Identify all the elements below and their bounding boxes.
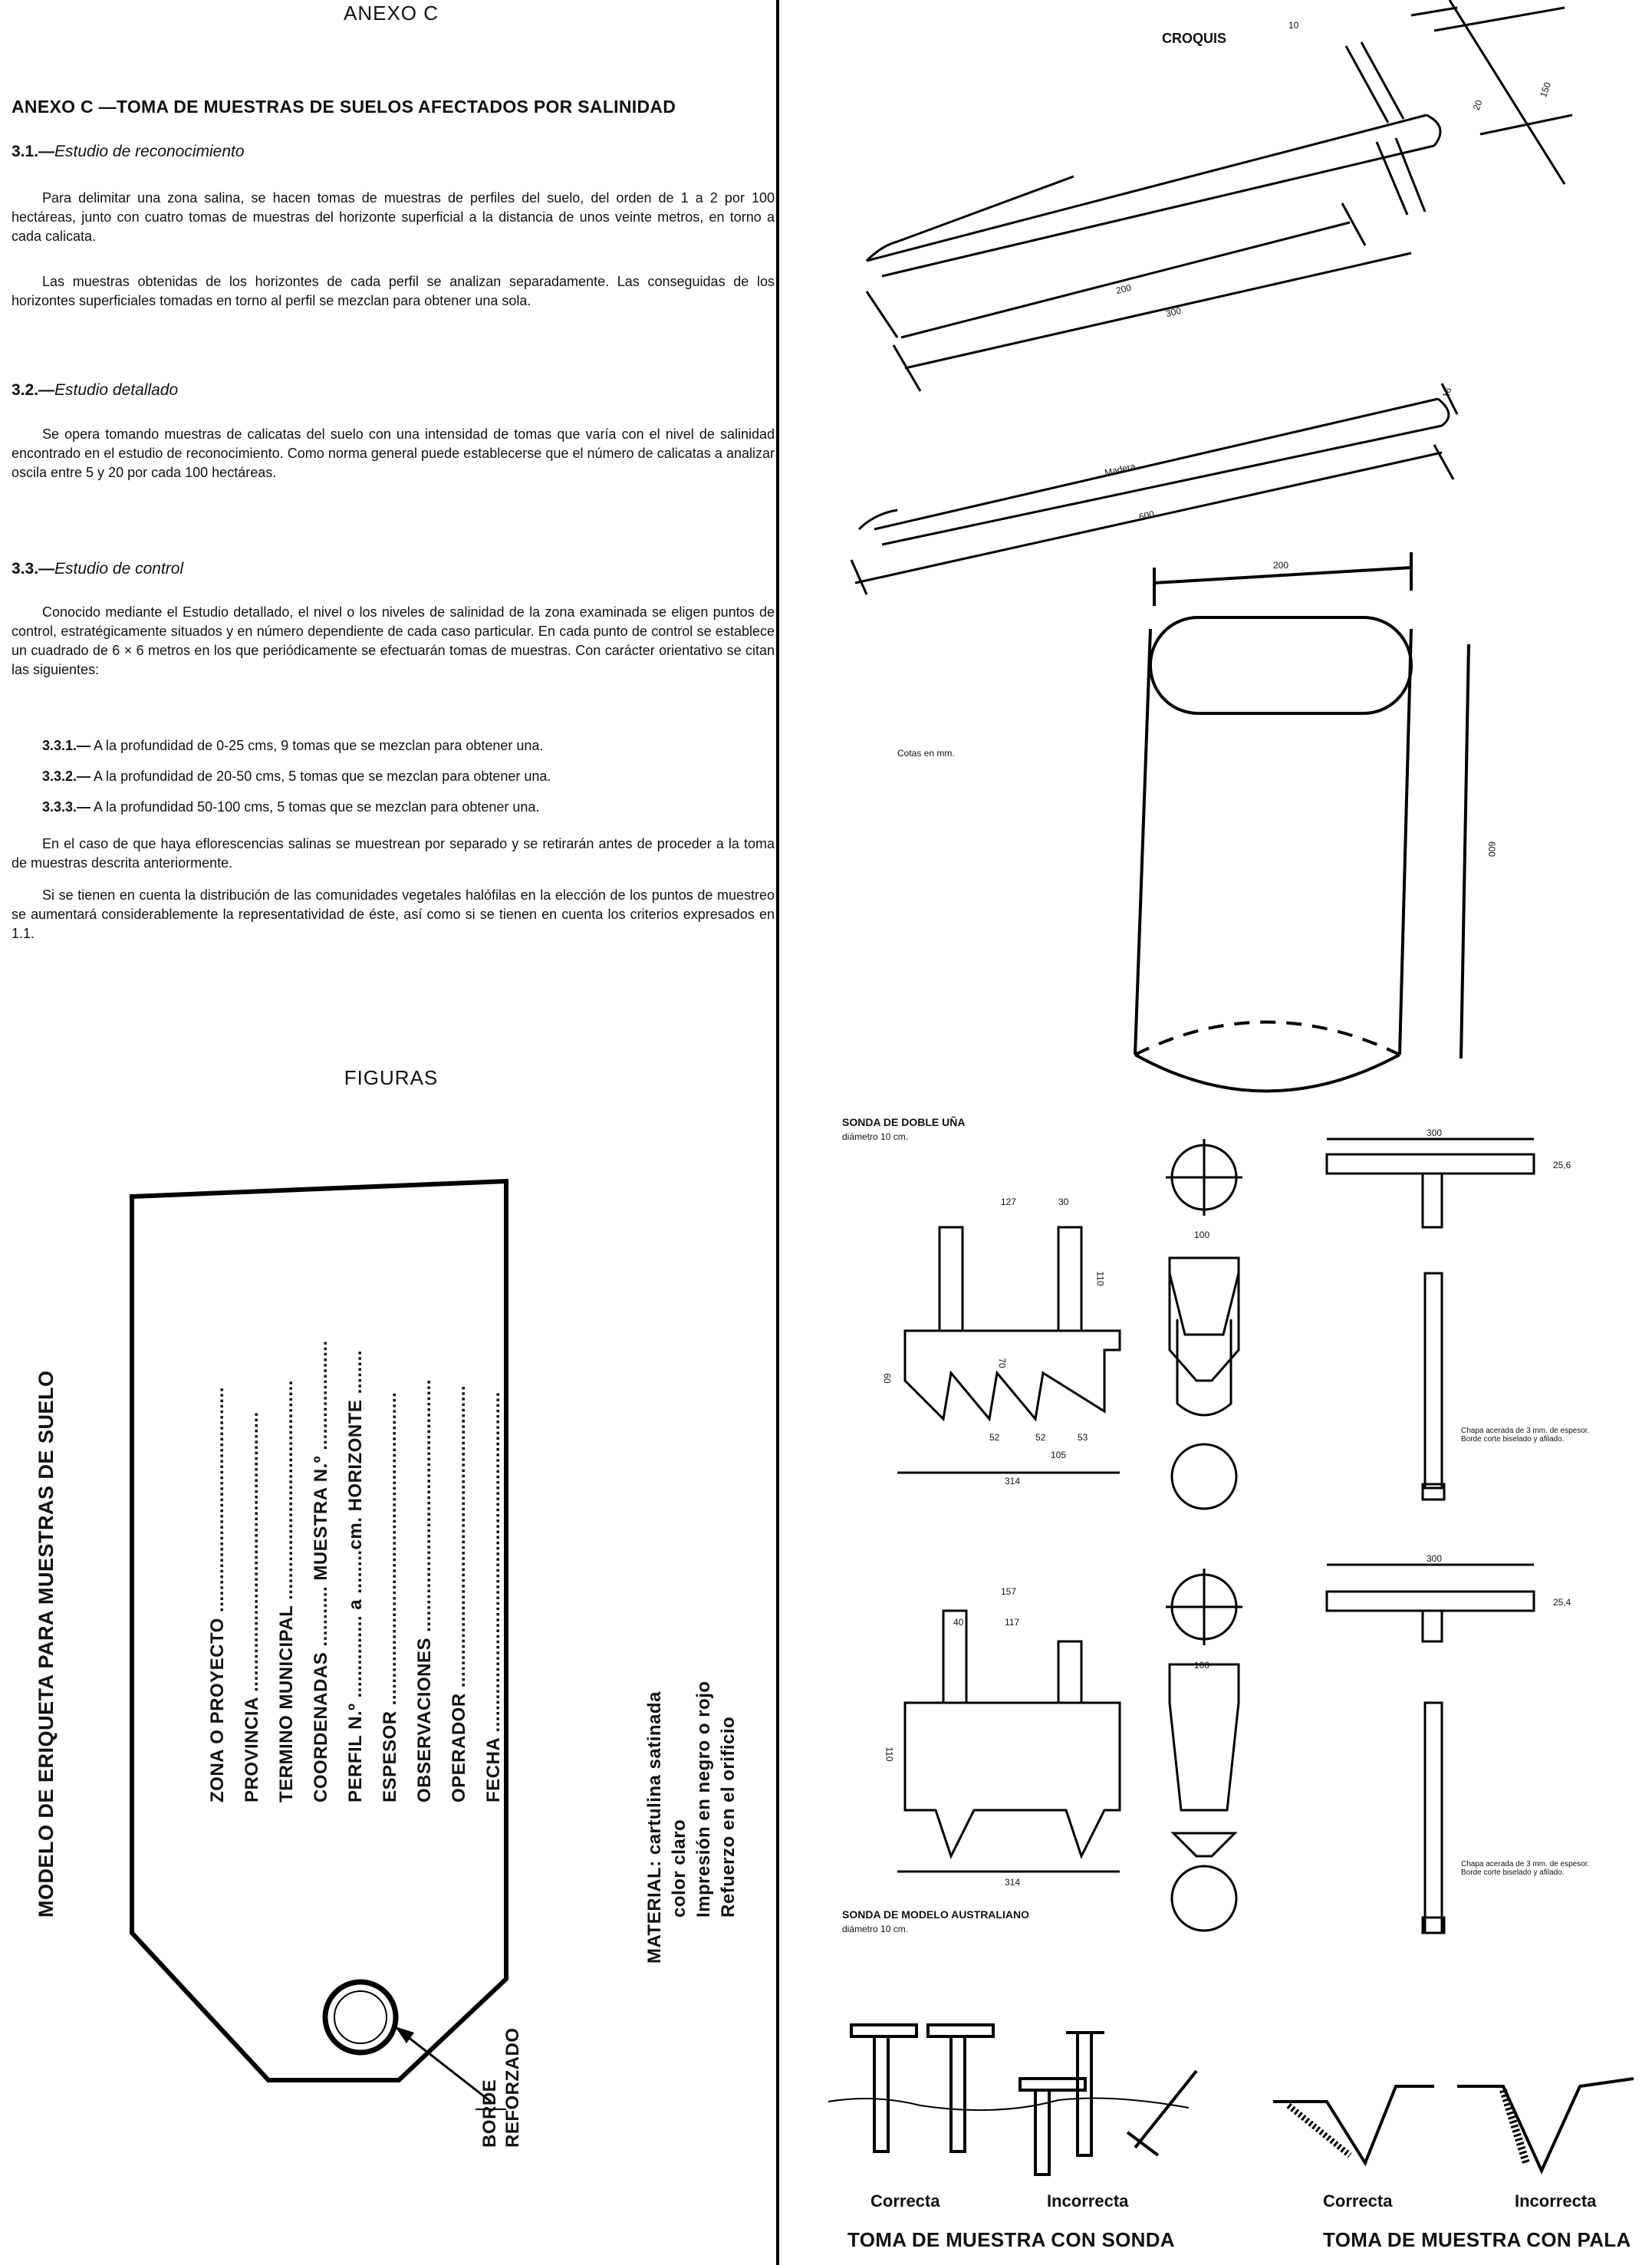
- pala-correct-label: Correcta: [1323, 2191, 1393, 2211]
- sampling-cylinder: [1134, 552, 1470, 1093]
- croquis-sampler: [865, 0, 1573, 392]
- dim-label: 100: [1194, 1230, 1210, 1240]
- material-line: Refuerzo en el orificio: [718, 1716, 739, 1918]
- tag-title: MODELO DE ERIQUETA PARA MUESTRAS DE SUEL…: [35, 1370, 58, 1918]
- sonda-incorrect-label: Incorrecta: [1047, 2191, 1129, 2211]
- dim-label: 70: [996, 1358, 1008, 1368]
- section-heading-3-2: 3.2.—Estudio detallado: [12, 381, 179, 399]
- dim-label: 105: [1051, 1450, 1067, 1460]
- tag-hole: [322, 1979, 399, 2056]
- border-label-line: BORDE: [479, 2079, 500, 2148]
- section-heading-3-3: 3.3.—Estudio de control: [12, 560, 184, 578]
- dim-label: 200: [1273, 560, 1289, 571]
- material-line: MATERIAL: cartulina satinada: [644, 1691, 665, 1964]
- sonda1-subtitle: diámetro 10 cm.: [842, 1131, 909, 1142]
- dim-label: 110: [1094, 1271, 1106, 1286]
- tag-field: FECHA ..................................…: [483, 1391, 504, 1802]
- paragraph-3: Se opera tomando muestras de calicatas d…: [12, 426, 775, 480]
- dim-label: 300: [1427, 1128, 1443, 1138]
- paragraph-1: Para delimitar una zona salina, se hacen…: [12, 190, 775, 244]
- dim-label: 25,4: [1553, 1597, 1571, 1608]
- list-item: 3.3.3.—A la profundidad 50-100 cms, 5 to…: [42, 799, 540, 815]
- dim-label: 110: [884, 1746, 895, 1762]
- sonda2-title: SONDA DE MODELO AUSTRALIANO: [842, 1908, 1029, 1921]
- dim-label: 10: [1288, 20, 1299, 31]
- tag-field: PROVINCIA ..............................…: [242, 1411, 262, 1802]
- tag-field: ZONA O PROYECTO ........................…: [207, 1387, 228, 1802]
- tag-material: MATERIAL: cartulina satinada color claro…: [644, 1681, 742, 1964]
- tag-field: COORDENADAS ........... MUESTRA N.º ....…: [311, 1340, 331, 1802]
- dim-label: 53: [1078, 1432, 1088, 1443]
- sonda-sampling-figure: [828, 2023, 1198, 2176]
- dim-label: 30: [1058, 1197, 1069, 1207]
- paragraph-4: Conocido mediante el Estudio detallado, …: [12, 604, 775, 677]
- material-line: color claro: [669, 1819, 689, 1918]
- tag-field: TERMINO MUNICIPAL ......................…: [276, 1380, 297, 1802]
- paragraph-5: En el caso de que haya eflorescencias sa…: [12, 836, 775, 871]
- tag-field: OBSERVACIONES ..........................…: [414, 1379, 435, 1802]
- dim-label: 117: [1005, 1617, 1020, 1628]
- dim-label: 52: [989, 1432, 1000, 1443]
- pala-incorrect-label: Incorrecta: [1515, 2191, 1597, 2211]
- tag-fields: ZONA O PROYECTO ........................…: [207, 1340, 518, 1802]
- pala-caption: TOMA DE MUESTRA CON PALA: [1323, 2228, 1631, 2251]
- sonda2-note: Chapa acerada de 3 mm. de espesor. Borde…: [1461, 1860, 1590, 1877]
- croquis-label: CROQUIS: [1162, 31, 1227, 46]
- dim-label: 40: [953, 1617, 964, 1628]
- list-item: 3.3.2.—A la profundidad de 20-50 cms, 5 …: [42, 769, 551, 784]
- units-note: Cotas en mm.: [897, 748, 955, 759]
- sonda2-subtitle: diámetro 10 cm.: [842, 1924, 909, 1934]
- dim-label: 314: [1005, 1476, 1021, 1486]
- tag-outline: [130, 1178, 508, 2082]
- list-item: 3.3.1.—A la profundidad de 0-25 cms, 9 t…: [42, 738, 544, 753]
- annex-header: ANEXO C: [343, 2, 439, 25]
- madera-rod: [850, 383, 1459, 595]
- border-arrow: [400, 2030, 492, 2103]
- tag-field: ESPESOR ................................…: [380, 1391, 400, 1802]
- dim-label: 127: [1001, 1197, 1017, 1207]
- sonda-australiano: [897, 1563, 1535, 1934]
- dim-label: 157: [1001, 1586, 1017, 1597]
- pala-sampling-figure: [1273, 2077, 1634, 2174]
- dim-label: 60: [881, 1373, 893, 1384]
- page-title: ANEXO C —TOMA DE MUESTRAS DE SUELOS AFEC…: [12, 97, 676, 117]
- sonda-caption: TOMA DE MUESTRA CON SONDA: [847, 2228, 1175, 2251]
- dim-label: 600: [1486, 841, 1498, 858]
- figures-title: FIGURAS: [344, 1066, 439, 1089]
- sonda1-title: SONDA DE DOBLE UÑA: [842, 1116, 966, 1128]
- dim-label: 300: [1427, 1553, 1443, 1564]
- dim-label: 25,6: [1553, 1160, 1571, 1170]
- section-heading-3-1: 3.1.—Estudio de reconocimiento: [12, 143, 245, 160]
- sonda-correct-label: Correcta: [870, 2191, 940, 2211]
- tag-field: OPERADOR ...............................…: [449, 1384, 469, 1802]
- border-label-line: REFORZADO: [502, 2027, 523, 2148]
- border-label: BORDE REFORZADO: [479, 2028, 525, 2148]
- dim-label: 52: [1035, 1432, 1046, 1443]
- dim-label: 314: [1005, 1877, 1021, 1888]
- dim-label: 100: [1194, 1660, 1210, 1671]
- column-divider: [776, 0, 779, 2265]
- paragraph-6: Si se tienen en cuenta la distribución d…: [12, 887, 775, 941]
- material-line: Impresión en negro o rojo: [693, 1681, 714, 1918]
- tag-field: PERFIL N.º ............... a ........cm.…: [345, 1350, 366, 1802]
- sonda-doble-una: [897, 1137, 1535, 1510]
- sonda1-note: Chapa acerada de 3 mm. de espesor. Borde…: [1461, 1427, 1590, 1444]
- paragraph-2: Las muestras obtenidas de los horizontes…: [12, 274, 775, 308]
